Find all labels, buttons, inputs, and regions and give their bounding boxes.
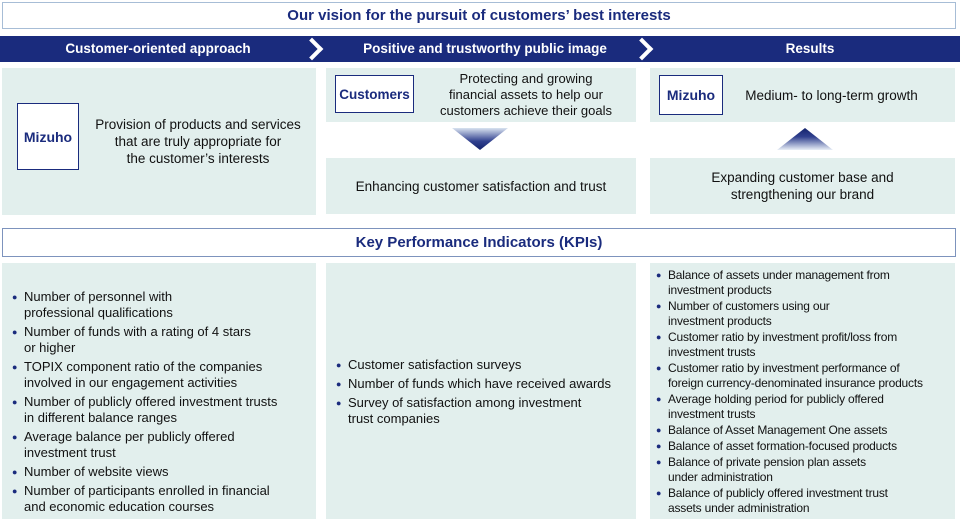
flow-step-customer-oriented: Customer-oriented approach	[65, 41, 251, 56]
bullet-icon: ●	[336, 398, 342, 408]
kpi-item-text: Balance of Asset Management One assets	[668, 423, 888, 437]
kpi-item-text: Number of participants enrolled in finan…	[24, 483, 270, 514]
vision-title: Our vision for the pursuit of customers’…	[2, 2, 956, 29]
kpi-item-text: Survey of satisfaction among investment …	[348, 395, 582, 426]
bullet-icon: ●	[336, 379, 342, 389]
bullet-icon: ●	[336, 360, 342, 370]
kpi-item-text: Number of website views	[24, 464, 169, 479]
vision-middle-outcome: Enhancing customer satisfaction and trus…	[326, 158, 636, 214]
kpi-item-text: Balance of private pension plan assets u…	[668, 455, 866, 484]
kpi-item-text: Number of publicly offered investment tr…	[24, 394, 278, 425]
kpi-item-text: TOPIX component ratio of the companies i…	[24, 359, 263, 390]
kpi-column-customer-oriented: ● Number of personnel with professional q…	[2, 263, 316, 519]
kpi-item: ● Customer satisfaction surveys	[336, 357, 634, 373]
kpi-column-public-image: ● Customer satisfaction surveys ● Number o…	[326, 263, 636, 519]
bullet-icon: ●	[656, 394, 662, 404]
kpi-item: ● Average balance per publicly offered in…	[12, 429, 312, 461]
kpi-item: ● Number of customers using our investmen…	[656, 299, 954, 329]
kpi-item: ● Balance of asset formation-focused prod…	[656, 439, 954, 454]
kpi-item-text: Number of customers using our investment…	[668, 299, 830, 328]
kpi-item-text: Average holding period for publicly offe…	[668, 392, 884, 421]
bullet-icon: ●	[12, 432, 18, 442]
vision-right-outcome: Expanding customer base and strengthenin…	[650, 158, 955, 214]
kpi-item: ● Survey of satisfaction among investment…	[336, 395, 634, 427]
kpi-title: Key Performance Indicators (KPIs)	[2, 228, 956, 257]
up-arrow-icon	[777, 128, 833, 150]
kpi-item-text: Customer ratio by investment profit/loss…	[668, 330, 898, 359]
kpi-item-text: Balance of assets under management from …	[668, 268, 890, 297]
bullet-icon: ●	[656, 332, 662, 342]
bullet-icon: ●	[656, 488, 662, 498]
kpi-item-text: Average balance per publicly offered inv…	[24, 429, 235, 460]
kpi-item: ● Average holding period for publicly off…	[656, 392, 954, 422]
kpi-item-text: Number of funds with a rating of 4 stars…	[24, 324, 251, 355]
bullet-icon: ●	[656, 425, 662, 435]
bullet-icon: ●	[656, 363, 662, 373]
kpi-item: ● Balance of assets under management from…	[656, 268, 954, 298]
kpi-item: ● Balance of Asset Management One assets	[656, 423, 954, 438]
kpi-item: ● Number of personnel with professional q…	[12, 289, 312, 321]
down-arrow-icon	[452, 128, 508, 150]
bullet-icon: ●	[12, 467, 18, 477]
kpi-item-text: Balance of publicly offered investment t…	[668, 486, 888, 515]
kpi-item: ● Balance of private pension plan assets …	[656, 455, 954, 485]
kpi-item: ● TOPIX component ratio of the companies …	[12, 359, 312, 391]
kpi-item: ● Number of funds which have received awa…	[336, 376, 634, 392]
bullet-icon: ●	[656, 441, 662, 451]
bullet-icon: ●	[656, 301, 662, 311]
kpi-item-text: Balance of asset formation-focused produ…	[668, 439, 897, 453]
vision-left-panel: Mizuho Provision of products and service…	[2, 68, 316, 215]
kpi-item: ● Balance of publicly offered investment …	[656, 486, 954, 516]
kpi-item: ● Customer ratio by investment profit/los…	[656, 330, 954, 360]
flow-band: Customer-oriented approach Positive and …	[0, 36, 960, 62]
vision-right-text: Medium- to long-term growth	[745, 87, 918, 103]
vision-right-panel: Mizuho Medium- to long-term growth	[650, 68, 955, 122]
kpi-item-text: Customer ratio by investment performance…	[668, 361, 923, 390]
bullet-icon: ●	[12, 327, 18, 337]
flow-step-public-image: Positive and trustworthy public image	[363, 41, 607, 56]
bullet-icon: ●	[656, 457, 662, 467]
kpi-item-text: Number of personnel with professional qu…	[24, 289, 173, 320]
customers-badge: Customers	[335, 75, 414, 113]
kpi-item: ● Customer ratio by investment performanc…	[656, 361, 954, 391]
kpi-item-text: Customer satisfaction surveys	[348, 357, 522, 372]
vision-middle-text: Protecting and growing financial assets …	[440, 71, 612, 118]
kpi-item-text: Number of funds which have received awar…	[348, 376, 612, 391]
mizuho-badge: Mizuho	[659, 75, 723, 115]
bullet-icon: ●	[12, 362, 18, 372]
kpi-item: ● Number of funds with a rating of 4 star…	[12, 324, 312, 356]
bullet-icon: ●	[12, 292, 18, 302]
mizuho-badge: Mizuho	[17, 103, 79, 170]
kpi-column-results: ● Balance of assets under management from…	[650, 263, 955, 519]
bullet-icon: ●	[656, 270, 662, 280]
bullet-icon: ●	[12, 397, 18, 407]
vision-left-text: Provision of products and services that …	[95, 117, 301, 166]
kpi-item: ● Number of website views	[12, 464, 312, 480]
vision-middle-panel: Customers Protecting and growing financi…	[326, 68, 636, 122]
kpi-item: ● Number of publicly offered investment t…	[12, 394, 312, 426]
flow-step-results: Results	[785, 41, 835, 56]
kpi-item: ● Number of participants enrolled in fina…	[12, 483, 312, 515]
bullet-icon: ●	[12, 486, 18, 496]
